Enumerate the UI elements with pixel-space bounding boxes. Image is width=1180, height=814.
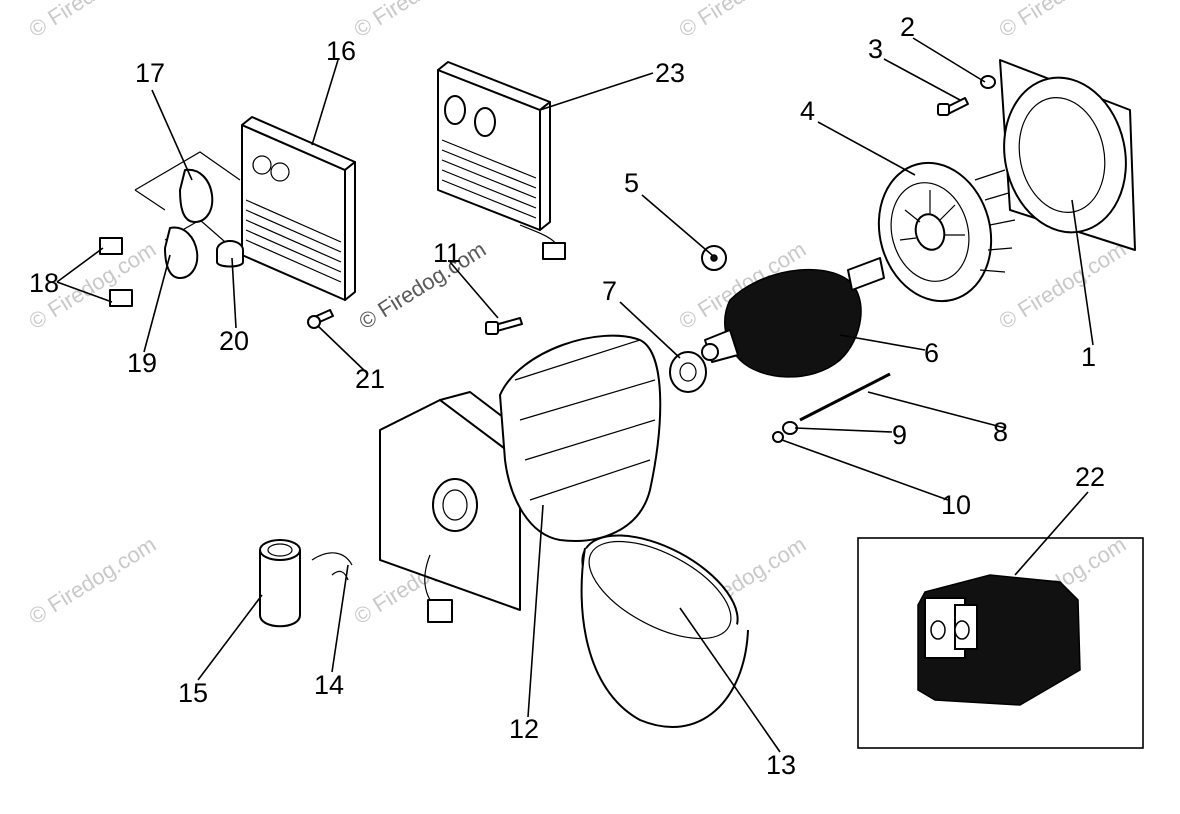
parts-17-18-19-20-switches bbox=[99, 151, 244, 307]
callout-23: 23 bbox=[655, 58, 685, 88]
watermark-text: © Firedog.com bbox=[349, 0, 485, 42]
callout-19: 19 bbox=[127, 348, 157, 378]
watermark-text: © Firedog.com bbox=[24, 0, 160, 42]
watermark-text: © Firedog.com bbox=[994, 0, 1130, 42]
callout-12: 12 bbox=[509, 714, 539, 744]
parts-11-21-screws bbox=[307, 309, 523, 335]
watermark-text: © Firedog.com bbox=[24, 531, 160, 629]
callout-1: 1 bbox=[1081, 342, 1096, 372]
part-7-bearing bbox=[669, 351, 707, 393]
callout-10: 10 bbox=[941, 490, 971, 520]
callout-8: 8 bbox=[993, 417, 1008, 447]
callout-6: 6 bbox=[924, 338, 939, 368]
callout-5: 5 bbox=[624, 168, 639, 198]
part-13-band bbox=[580, 534, 749, 728]
callout-14: 14 bbox=[314, 670, 344, 700]
callout-11: 11 bbox=[433, 238, 461, 268]
callout-21: 21 bbox=[355, 364, 385, 394]
callout-4: 4 bbox=[800, 96, 815, 126]
part-16-control-panel bbox=[241, 116, 356, 301]
callout-13: 13 bbox=[766, 750, 796, 780]
watermark-text: © Firedog.com bbox=[994, 236, 1130, 334]
part-4-fan bbox=[877, 161, 1016, 303]
callout-16: 16 bbox=[326, 36, 356, 66]
part-1-end-bell bbox=[999, 59, 1136, 251]
callout-9: 9 bbox=[892, 420, 907, 450]
inset-22 bbox=[857, 537, 1144, 749]
part-23-outlet-panel bbox=[437, 61, 566, 260]
part-12-stator-housing bbox=[379, 334, 662, 623]
leader-lines bbox=[56, 37, 1094, 753]
part-15-capacitor bbox=[259, 539, 301, 628]
part-14-clip bbox=[311, 552, 353, 581]
callout-18: 18 bbox=[29, 268, 59, 298]
callout-15: 15 bbox=[178, 678, 208, 708]
callout-2: 2 bbox=[900, 12, 915, 42]
part-6-rotor bbox=[701, 257, 885, 378]
callout-17: 17 bbox=[135, 58, 165, 88]
callout-3: 3 bbox=[868, 34, 883, 64]
parts-2-3-washer-bolt bbox=[937, 75, 996, 116]
callout-22: 22 bbox=[1075, 462, 1105, 492]
callout-7: 7 bbox=[602, 276, 617, 306]
callout-20: 20 bbox=[219, 326, 249, 356]
callout-labels: 1 2 3 4 5 6 7 8 9 10 11 12 13 14 15 16 1… bbox=[29, 12, 1105, 780]
watermark-text: © Firedog.com bbox=[674, 0, 810, 42]
